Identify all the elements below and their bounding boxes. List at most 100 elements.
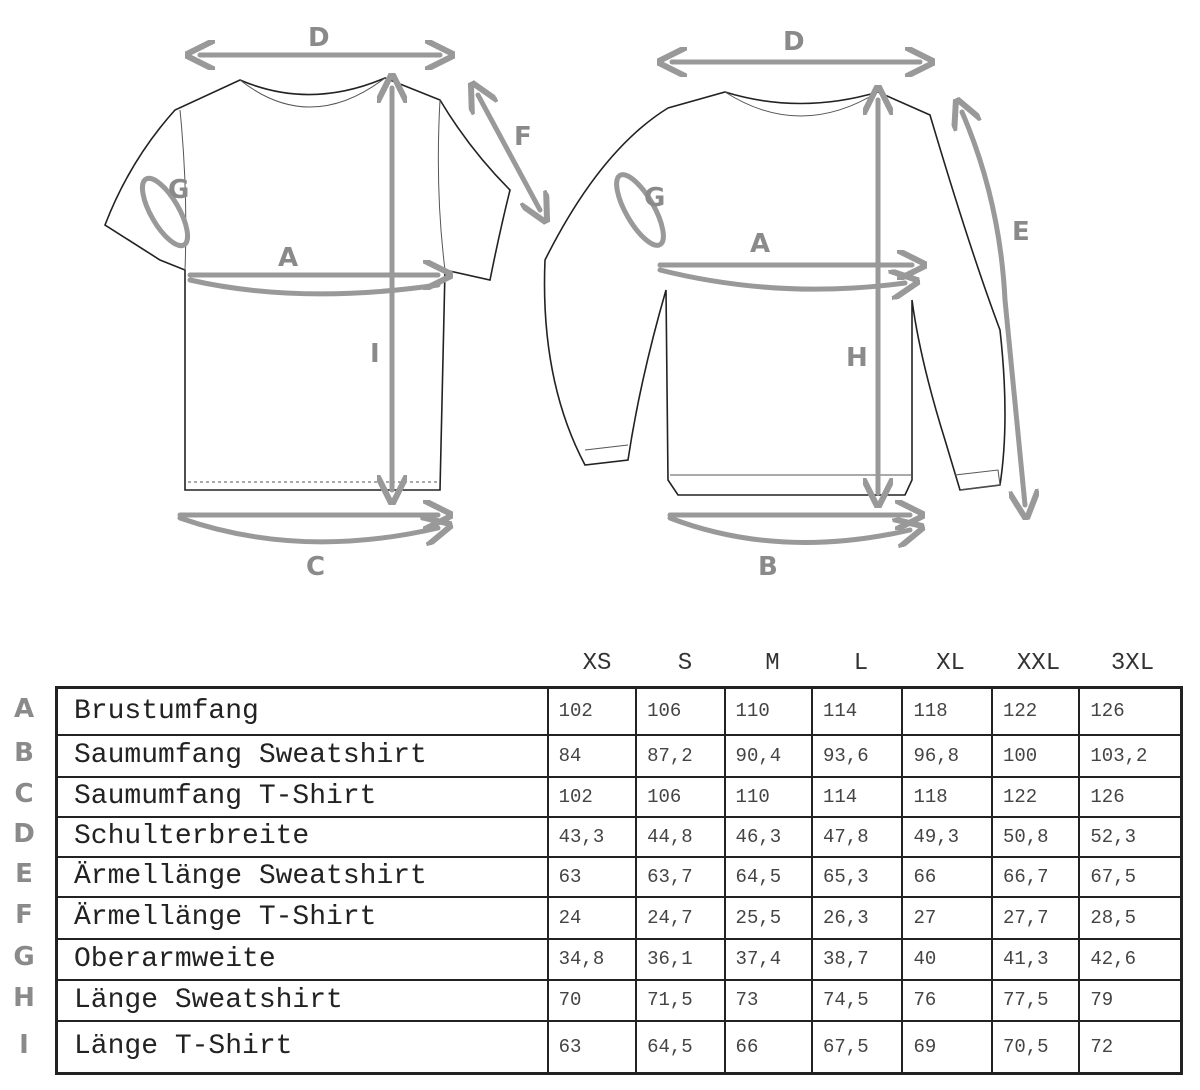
measurement-value: 110 (723, 686, 814, 736)
measurement-value: 47,8 (810, 815, 904, 858)
measurement-value: 24 (546, 895, 638, 940)
row-letter: D (13, 819, 35, 849)
measurement-value: 37,4 (723, 937, 814, 981)
measurement-value: 27,7 (990, 895, 1081, 940)
measurement-name: Ärmellänge Sweatshirt (55, 855, 549, 898)
measurement-value: 122 (990, 775, 1081, 818)
tshirt-label-c: C (306, 552, 325, 582)
measurement-name: Ärmellänge T-Shirt (55, 895, 549, 940)
measurement-value: 71,5 (635, 978, 726, 1022)
measurement-value: 100 (990, 733, 1081, 778)
size-header-xl: XL (936, 650, 965, 677)
measurement-name: Schulterbreite (55, 815, 549, 858)
row-letter: F (15, 900, 33, 930)
row-letter: G (13, 941, 35, 972)
measurement-value: 106 (635, 775, 726, 818)
tshirt-label-a: A (278, 243, 298, 273)
measurement-value: 74,5 (810, 978, 904, 1022)
measurement-value: 64,5 (635, 1019, 726, 1075)
garment-illustration: D F G A I C D G A H E B (104, 23, 1200, 582)
measurement-value: 67,5 (1078, 855, 1183, 898)
sweatshirt-label-h: H (846, 343, 868, 373)
measurement-value: 102 (546, 686, 638, 736)
measurement-value: 43,3 (546, 815, 638, 858)
measurement-value: 90,4 (723, 733, 814, 778)
measurement-value: 65,3 (810, 855, 904, 898)
measurement-value: 69 (901, 1019, 993, 1075)
row-letter: I (19, 1029, 29, 1060)
sweatshirt-label-b: B (758, 552, 778, 582)
row-letter: E (15, 859, 33, 889)
measurement-value: 42,6 (1078, 937, 1183, 981)
measurement-value: 122 (990, 686, 1081, 736)
measurement-value: 110 (723, 775, 814, 818)
measurement-value: 96,8 (901, 733, 993, 778)
measurement-name: Saumumfang T-Shirt (55, 775, 549, 818)
measurement-value: 49,3 (901, 815, 993, 858)
sweatshirt-drawing (543, 91, 1006, 496)
measurement-value: 126 (1078, 686, 1183, 736)
measurement-value: 77,5 (990, 978, 1081, 1022)
sweatshirt-label-e: E (1012, 217, 1030, 247)
tshirt-label-i: I (370, 339, 380, 369)
measurement-value: 28,5 (1078, 895, 1183, 940)
measurement-value: 106 (635, 686, 726, 736)
measurement-value: 27 (901, 895, 993, 940)
measurement-value: 84 (546, 733, 638, 778)
sweatshirt-label-d: D (783, 27, 805, 57)
measurement-name: Oberarmweite (55, 937, 549, 981)
measurement-value: 34,8 (546, 937, 638, 981)
measurement-value: 114 (810, 686, 904, 736)
size-header-xs: XS (582, 650, 612, 677)
measurement-name: Brustumfang (55, 686, 549, 736)
measurement-value: 46,3 (723, 815, 814, 858)
measurement-value: 66,7 (990, 855, 1081, 898)
measurement-value: 36,1 (635, 937, 726, 981)
size-header-3xl: 3XL (1110, 650, 1155, 677)
measurement-name: Länge T-Shirt (55, 1019, 549, 1075)
measurement-value: 87,2 (635, 733, 726, 778)
measurement-value: 118 (901, 686, 993, 736)
measurement-value: 41,3 (990, 937, 1081, 981)
measurement-value: 79 (1078, 978, 1183, 1022)
size-header-xxl: XXL (1016, 650, 1061, 677)
measurement-value: 70,5 (990, 1019, 1081, 1075)
measurement-value: 93,6 (810, 733, 904, 778)
measurement-value: 63,7 (635, 855, 726, 898)
tshirt-drawing (104, 77, 511, 491)
measurement-value: 76 (901, 978, 993, 1022)
measurement-value: 70 (546, 978, 638, 1022)
tshirt-label-g: G (168, 175, 189, 205)
row-letter: A (13, 693, 35, 724)
measurement-value: 26,3 (810, 895, 904, 940)
measurement-value: 63 (546, 1019, 638, 1075)
measurement-value: 126 (1078, 775, 1183, 818)
measurement-value: 73 (723, 978, 814, 1022)
measurement-value: 67,5 (810, 1019, 904, 1075)
measurement-value: 103,2 (1078, 733, 1183, 778)
measurement-value: 72 (1078, 1019, 1183, 1075)
size-header-s: S (677, 650, 693, 677)
measurement-value: 38,7 (810, 937, 904, 981)
measurement-value: 44,8 (635, 815, 726, 858)
tshirt-label-f: F (514, 122, 532, 152)
measurement-value: 63 (546, 855, 638, 898)
sweatshirt-label-a: A (750, 229, 770, 259)
measurement-name: Saumumfang Sweatshirt (55, 733, 549, 778)
sweatshirt-label-g: G (644, 183, 665, 213)
measurement-value: 25,5 (723, 895, 814, 940)
measurement-name: Länge Sweatshirt (55, 978, 549, 1022)
measurement-value: 52,3 (1078, 815, 1183, 858)
measurement-value: 40 (901, 937, 993, 981)
tshirt-label-d: D (308, 23, 330, 53)
measurement-value: 66 (901, 855, 993, 898)
row-letter: H (13, 982, 35, 1013)
